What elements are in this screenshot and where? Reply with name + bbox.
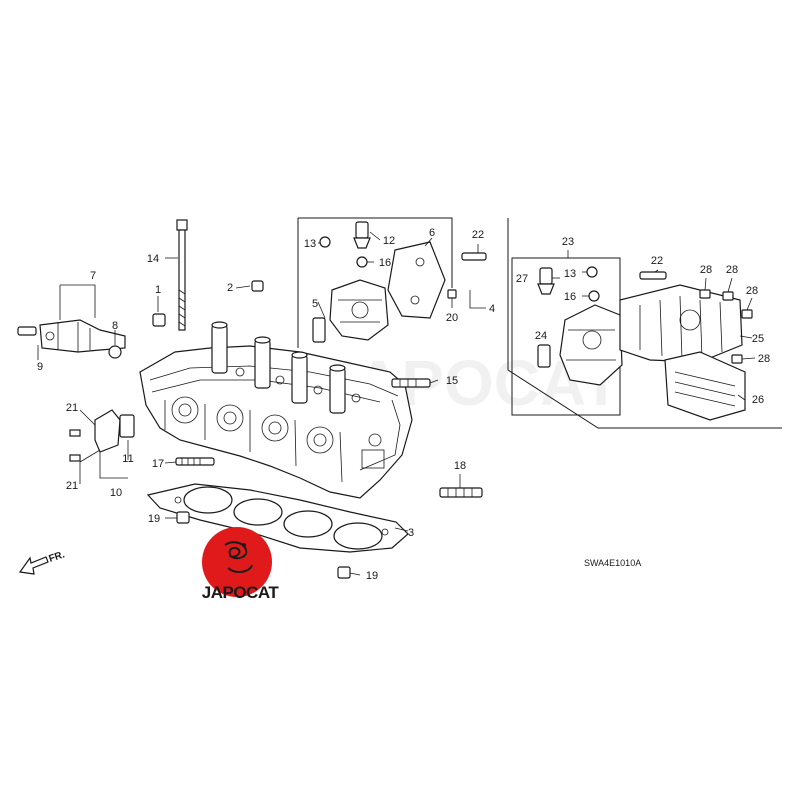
callout-16: 16 — [379, 257, 391, 269]
callout-28: 28 — [726, 264, 738, 276]
callout-22: 22 — [472, 229, 484, 241]
callout-20: 20 — [446, 312, 458, 324]
cylinder-head — [139, 321, 413, 499]
callout-6: 6 — [429, 227, 435, 239]
japocat-logo: JAPOCAT — [202, 527, 280, 602]
callout-10: 10 — [110, 487, 122, 499]
callout-labels: 1 2 3 4 5 6 7 8 9 10 11 12 13 13 14 15 1… — [37, 227, 770, 582]
front-direction-label: FR. — [48, 549, 67, 565]
callout-8: 8 — [112, 320, 118, 332]
oil-pressure-switch — [353, 221, 371, 249]
subgroup-frame — [511, 257, 621, 416]
callout-27: 27 — [516, 273, 528, 285]
sensor-assembly — [69, 409, 135, 462]
o-ring — [588, 290, 600, 302]
bolt — [699, 289, 711, 299]
bolt — [461, 252, 487, 261]
logo-text: JAPOCAT — [202, 583, 280, 602]
figure-code: SWA4E1010A — [584, 558, 641, 568]
leader-lines — [37, 231, 756, 576]
callout-15: 15 — [446, 375, 458, 387]
callout-23: 23 — [562, 236, 574, 248]
bolt — [722, 291, 734, 301]
plug-bolt — [586, 266, 598, 278]
callout-25: 25 — [752, 333, 764, 345]
cover-plate — [619, 284, 743, 363]
bracket — [387, 241, 446, 319]
bolt — [447, 289, 457, 299]
callout-28: 28 — [700, 264, 712, 276]
callout-4: 4 — [489, 303, 495, 315]
callout-21: 21 — [66, 480, 78, 492]
callout-19: 19 — [366, 570, 378, 582]
logo-badge — [202, 527, 272, 597]
callout-16: 16 — [564, 291, 576, 303]
spool-valve-assembly — [17, 319, 126, 359]
callout-26: 26 — [752, 394, 764, 406]
dowel-pin — [337, 566, 351, 579]
stud-bolt-long — [439, 487, 483, 498]
callout-3: 3 — [408, 527, 414, 539]
callout-9: 9 — [37, 361, 43, 373]
callout-24: 24 — [535, 330, 547, 342]
callout-28: 28 — [758, 353, 770, 365]
bolt — [731, 354, 743, 364]
plug-cap — [251, 280, 264, 292]
callout-18: 18 — [454, 460, 466, 472]
callout-28: 28 — [746, 285, 758, 297]
callout-17: 17 — [152, 458, 164, 470]
callout-14: 14 — [147, 253, 159, 265]
bolt — [741, 309, 753, 319]
bolt — [639, 271, 667, 280]
callout-5: 5 — [312, 298, 318, 310]
head-bolt — [176, 219, 188, 331]
callout-19: 19 — [148, 513, 160, 525]
callout-2: 2 — [227, 282, 233, 294]
callout-13: 13 — [564, 268, 576, 280]
control-valve-body — [312, 279, 389, 343]
dowel-pin — [176, 511, 190, 524]
callout-11: 11 — [122, 453, 133, 465]
plug-bolt — [319, 236, 331, 248]
callout-1: 1 — [155, 284, 161, 296]
callout-12: 12 — [383, 235, 395, 247]
callout-22: 22 — [651, 255, 663, 267]
front-direction-arrow: FR. — [18, 549, 67, 575]
callout-7: 7 — [90, 270, 96, 282]
dowel-pin — [152, 313, 166, 327]
callout-13: 13 — [304, 238, 316, 250]
control-valve-body-right — [537, 304, 623, 386]
oil-pressure-switch-right — [537, 267, 555, 295]
head-gasket — [146, 483, 409, 553]
heat-shield — [664, 351, 746, 421]
stud-bolt — [175, 457, 215, 466]
callout-21: 21 — [66, 402, 78, 414]
o-ring — [356, 256, 368, 268]
group-frame-middle — [298, 217, 453, 288]
bolt — [391, 378, 431, 388]
